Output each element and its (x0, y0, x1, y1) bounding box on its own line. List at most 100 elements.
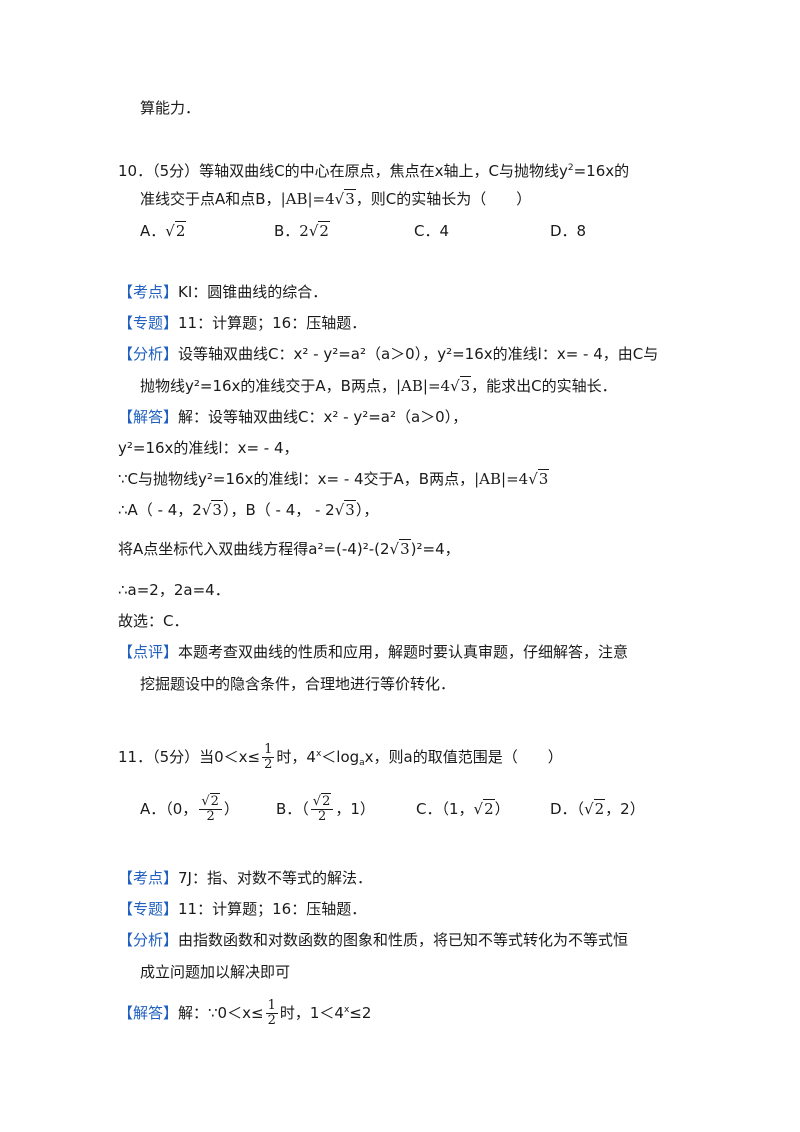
text: 本题考查双曲线的性质和应用，解题时要认真审题，仔细解答，注意 (178, 643, 629, 661)
text: =16x的 (573, 162, 630, 180)
radicand: 3 (399, 539, 411, 558)
jieda-line6: ∴a=2，2a=4． (118, 581, 230, 599)
fenxi-line: 【分析】由指数函数和对数函数的图象和性质，将已知不等式转化为不等式恒 (118, 929, 628, 951)
superscript: x (343, 1005, 350, 1015)
math-abs: |AB|=4 (395, 377, 451, 395)
radicand: 3 (537, 469, 550, 488)
text: 抛物线y²=16x的准线交于A，B两点， (140, 377, 396, 395)
subscript: a (359, 758, 365, 768)
option-a: A．√2 (140, 220, 274, 242)
denominator: 2 (206, 809, 215, 824)
text: 设等轴双曲线C：x² - y²=a²（a＞0），y²=16x的准线l：x= - … (178, 345, 659, 363)
sqrt-symbol: √ (450, 377, 460, 395)
radicand: 2 (593, 799, 606, 818)
text: ＜log (321, 748, 360, 766)
text: ，1） (335, 800, 375, 818)
numerator: 1 (265, 998, 278, 1014)
sqrt-symbol: √ (308, 222, 319, 240)
zhuanti-line: 【专题】11：计算题；16：压轴题． (118, 312, 366, 334)
text: ） (223, 800, 239, 818)
sqrt-symbol: √ (165, 222, 175, 240)
radicand: 2 (174, 221, 187, 240)
kaodian-line: 【考点】KI：圆锥曲线的综合． (118, 281, 327, 303)
kaodian-tag: 【考点】 (118, 869, 179, 887)
jieda-line5: 将A点坐标代入双曲线方程得a²=(-4)²-(2√3)²=4， (118, 538, 460, 560)
zhuanti-tag: 【专题】 (118, 314, 179, 332)
sqrt-symbol: √ (334, 501, 345, 519)
text: 解：设等轴双曲线C：x² - y²=a²（a＞0）， (178, 408, 468, 426)
text: 11．（5分）当0＜x≤ (118, 748, 261, 766)
text: 11：计算题；16：压轴题． (178, 314, 367, 332)
jieda-line2: y²=16x的准线l：x= - 4， (118, 439, 299, 457)
denominator: 2 (317, 809, 327, 824)
jieda-tag: 【解答】 (118, 1004, 179, 1022)
fenxi-line2: 抛物线y²=16x的准线交于A，B两点，|AB|=4√3，能求出C的实轴长． (140, 375, 617, 397)
text-line: 算能力． (140, 99, 201, 117)
kaodian-tag: 【考点】 (118, 283, 179, 301)
text: ∴A（ - 4，2 (118, 501, 202, 519)
text: A．（0， (140, 800, 198, 818)
radicand: 3 (211, 500, 223, 519)
sqrt-symbol: √ (201, 794, 210, 809)
radicand: 3 (344, 500, 356, 519)
dianping-tag: 【点评】 (118, 643, 179, 661)
math-abs: |AB|=4 (280, 190, 335, 208)
jieda-line3: ∵C与抛物线y²=16x的准线l：x= - 4交于A，B两点，|AB|=4√3 (118, 468, 550, 490)
sqrt-symbol: √ (389, 540, 400, 558)
superscript: 2 (567, 163, 574, 173)
text: 由指数函数和对数函数的图象和性质，将已知不等式转化为不等式恒 (178, 931, 629, 949)
question-10-stem-line2: 准线交于点A和点B，|AB|=4√3，则C的实轴长为（ ） (140, 188, 531, 210)
text: 11：计算题；16：压轴题． (178, 900, 367, 918)
math-abs: |AB|=4 (474, 470, 529, 488)
option-b: B．2√2 (274, 220, 414, 242)
zhuanti-tag: 【专题】 (118, 900, 179, 918)
fenxi-line2: 成立问题加以解决即可 (140, 963, 291, 981)
text: ∵C与抛物线y²=16x的准线l：x= - 4交于A，B两点， (118, 470, 475, 488)
numerator: 1 (262, 742, 275, 758)
text: 时，1＜4 (279, 1004, 344, 1022)
jieda-line: 【解答】解：设等轴双曲线C：x² - y²=a²（a＞0）， (118, 406, 467, 428)
text: ，则C的实轴长为（ ） (355, 190, 532, 208)
option-d: D．（√2，2） (550, 798, 645, 820)
text: ，能求出C的实轴长． (471, 377, 617, 395)
text: ）， (355, 501, 379, 519)
option-label: A． (140, 222, 166, 240)
text: 准线交于点A和点B， (140, 190, 281, 208)
fenxi-line: 【分析】设等轴双曲线C：x² - y²=a²（a＞0），y²=16x的准线l：x… (118, 343, 658, 365)
text: ≤2 (349, 1004, 372, 1022)
sqrt-symbol: √ (528, 470, 538, 488)
option-c: C．4 (414, 222, 450, 240)
fenxi-tag: 【分析】 (118, 345, 179, 363)
text: 7J：指、对数不等式的解法． (178, 869, 372, 887)
option-d: D．8 (550, 222, 587, 240)
dianping-line: 【点评】本题考查双曲线的性质和应用，解题时要认真审题，仔细解答，注意 (118, 641, 628, 663)
text: 解：∵0＜x≤ (178, 1004, 264, 1022)
text: 将A点坐标代入双曲线方程得a²=(-4)²-(2 (118, 540, 390, 558)
denominator: 2 (264, 757, 273, 772)
sqrt-symbol: √ (584, 800, 594, 818)
kaodian-line: 【考点】7J：指、对数不等式的解法． (118, 867, 372, 889)
sqrt-symbol: √ (201, 501, 212, 519)
denominator: 2 (267, 1013, 276, 1028)
text: ，2） (605, 800, 645, 818)
coefficient: 2 (299, 222, 309, 240)
text: 时，4 (276, 748, 316, 766)
option-c: C．（1，√2） (416, 798, 550, 820)
radicand: 2 (321, 793, 332, 809)
text: C．（1， (416, 800, 474, 818)
question-10-stem: 10．（5分）等轴双曲线C的中心在原点，焦点在x轴上，C与抛物线y2=16x的 (118, 157, 629, 182)
text: ），B（ - 4， - 2 (222, 501, 335, 519)
dianping-line2: 挖掘题设中的隐含条件，合理地进行等价转化． (140, 675, 456, 693)
superscript: x (315, 749, 322, 759)
text: B．（ (276, 800, 309, 818)
